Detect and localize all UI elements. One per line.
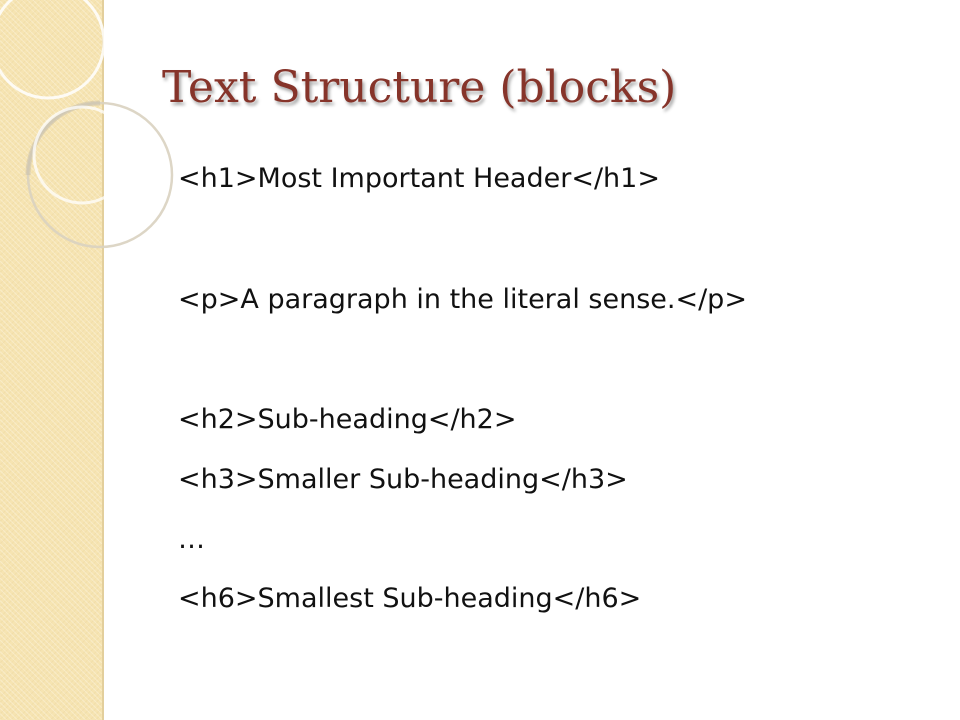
line-h3-example: <h3>Smaller Sub-heading</h3> — [178, 464, 628, 495]
line-h1-example: <h1>Most Important Header</h1> — [178, 163, 660, 194]
slide-title: Text Structure (blocks) — [162, 62, 677, 113]
line-ellipsis: … — [178, 524, 205, 555]
line-h2-example: <h2>Sub-heading</h2> — [178, 404, 517, 435]
line-h6-example: <h6>Smallest Sub-heading</h6> — [178, 583, 642, 614]
slide-body: <h1>Most Important Header</h1> <p>A para… — [178, 0, 948, 720]
decorative-circles — [0, 0, 174, 249]
line-p-example: <p>A paragraph in the literal sense.</p> — [178, 284, 747, 315]
